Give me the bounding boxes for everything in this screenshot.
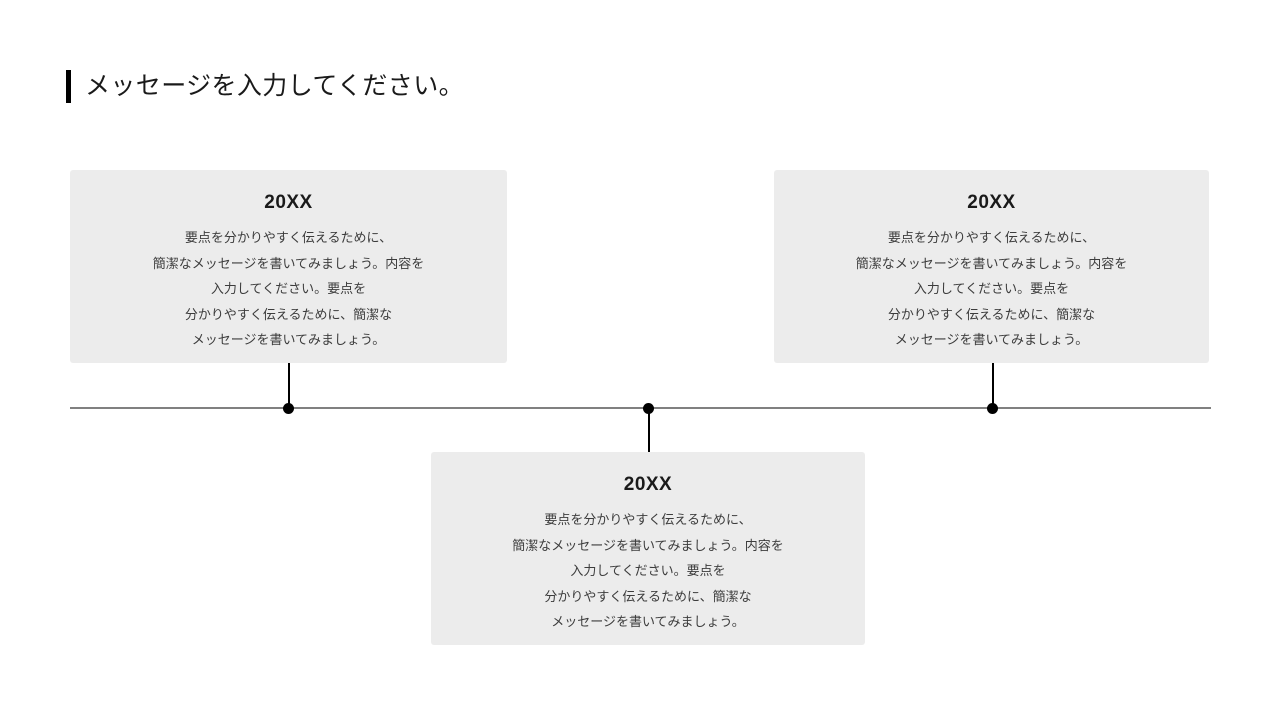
timeline-card-year: 20XX (967, 192, 1016, 213)
timeline-dot[interactable] (283, 403, 294, 414)
timeline-card-body: 要点を分かりやすく伝えるために、 簡潔なメッセージを書いてみましょう。内容を 入… (512, 512, 784, 629)
timeline-connector (648, 408, 650, 452)
timeline-dot[interactable] (643, 403, 654, 414)
timeline-card-body: 要点を分かりやすく伝えるために、 簡潔なメッセージを書いてみましょう。内容を 入… (152, 230, 425, 347)
page-title-text: メッセージを入力してください。 (85, 71, 465, 100)
page-title: メッセージを入力してください。 (66, 66, 464, 106)
title-accent-bar (66, 69, 71, 103)
timeline-card-body: 要点を分かりやすく伝えるために、 簡潔なメッセージを書いてみましょう。内容を 入… (855, 230, 1128, 347)
timeline-card[interactable]: 20XX 要点を分かりやすく伝えるために、 簡潔なメッセージを書いてみましょう。… (431, 452, 865, 645)
timeline-connector (288, 363, 290, 408)
timeline-card-year: 20XX (264, 192, 313, 213)
timeline-card-year: 20XX (623, 474, 673, 495)
timeline-card[interactable]: 20XX 要点を分かりやすく伝えるために、 簡潔なメッセージを書いてみましょう。… (774, 170, 1209, 363)
timeline-card[interactable]: 20XX 要点を分かりやすく伝えるために、 簡潔なメッセージを書いてみましょう。… (70, 170, 507, 363)
timeline-dot[interactable] (987, 403, 998, 414)
timeline-connector (992, 363, 994, 408)
timeline-axis (70, 407, 1211, 409)
